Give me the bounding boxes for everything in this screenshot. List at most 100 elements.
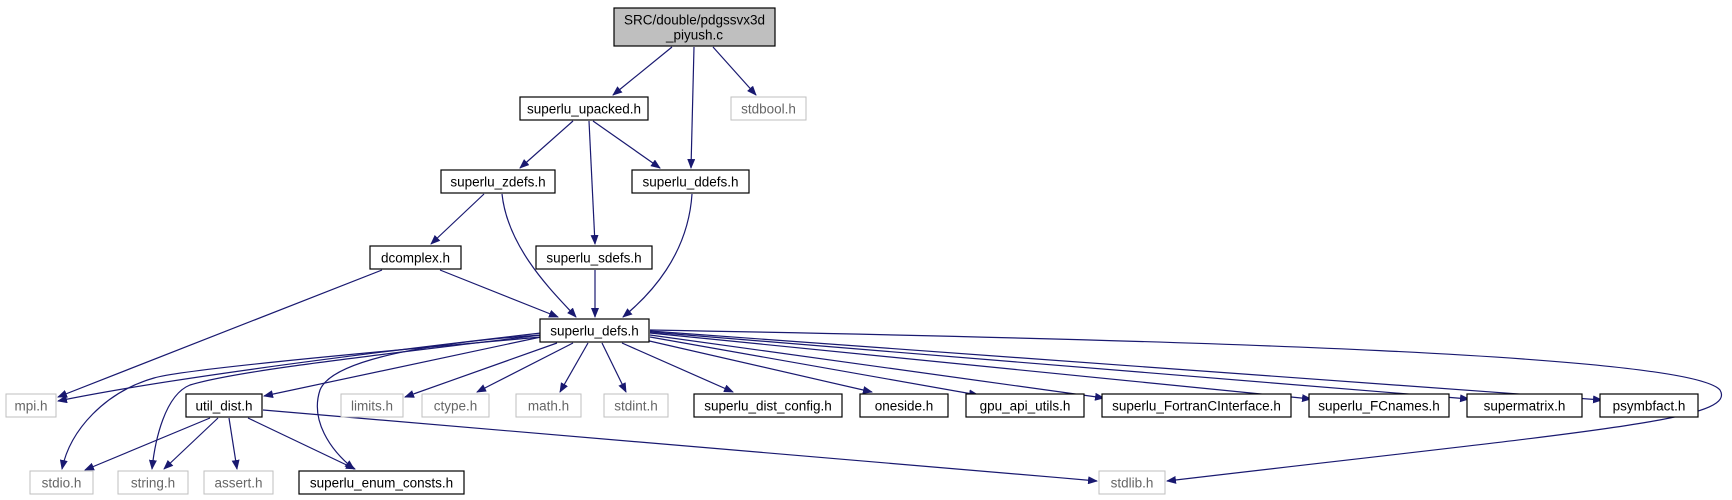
edge-superlu_defs-to-util_dist (263, 336, 542, 399)
node-box (693, 393, 843, 418)
node-box (631, 169, 750, 194)
node-label: superlu_upacked.h (527, 102, 641, 117)
node-label: psymbfact.h (1613, 399, 1686, 414)
node-superlu_defs[interactable]: superlu_defs.h (539, 318, 650, 343)
node-assert[interactable]: assert.h (203, 470, 274, 495)
node-label: supermatrix.h (1484, 399, 1566, 414)
node-box (369, 245, 462, 270)
node-label: stdio.h (42, 476, 82, 491)
node-label: math.h (528, 399, 569, 414)
edge-util_dist-to-stdio (84, 417, 211, 471)
node-dcomplex[interactable]: dcomplex.h (369, 245, 462, 270)
node-label: superlu_dist_config.h (704, 399, 832, 414)
node-stdbool[interactable]: stdbool.h (730, 96, 807, 121)
node-box (1101, 393, 1292, 418)
node-box (603, 393, 669, 418)
node-box (421, 393, 490, 418)
node-superlu_upacked[interactable]: superlu_upacked.h (519, 96, 649, 121)
node-superlu_ddefs[interactable]: superlu_ddefs.h (631, 169, 750, 194)
edges-layer (57, 46, 1723, 485)
edge-superlu_defs-to-limits (404, 342, 558, 398)
edge-superlu_defs-to-psymbfact (649, 330, 1603, 404)
node-oneside[interactable]: oneside.h (859, 393, 949, 418)
node-box (298, 470, 465, 495)
edge-superlu_defs-to-stdint (601, 342, 627, 393)
edge-root-to-stdbool (712, 46, 757, 96)
node-stdint[interactable]: stdint.h (603, 393, 669, 418)
node-limits[interactable]: limits.h (340, 393, 404, 418)
edge-superlu_defs-to-superlu_FCnames (649, 332, 1312, 403)
node-label: ctype.h (434, 399, 478, 414)
node-label: util_dist.h (195, 399, 252, 414)
nodes-layer: SRC/double/pdgssvx3d_piyush.c superlu_upa… (5, 7, 1699, 495)
node-superlu_sdefs[interactable]: superlu_sdefs.h (535, 245, 653, 270)
edge-superlu_defs-to-math (559, 342, 589, 393)
node-box (203, 470, 274, 495)
node-box (730, 96, 807, 121)
node-label: superlu_FCnames.h (1318, 399, 1440, 414)
node-psymbfact[interactable]: psymbfact.h (1599, 393, 1699, 418)
node-label: superlu_defs.h (550, 324, 639, 339)
node-box (613, 7, 776, 47)
edge-superlu_zdefs-to-dcomplex (430, 193, 485, 245)
edge-superlu_zdefs-to-superlu_defs (501, 193, 577, 318)
node-label: mpi.h (14, 399, 47, 414)
edge-superlu_upacked-to-superlu_zdefs (519, 120, 574, 169)
node-superlu_enum_consts[interactable]: superlu_enum_consts.h (298, 470, 465, 495)
edge-util_dist-to-assert (228, 417, 240, 470)
edge-superlu_ddefs-to-superlu_defs (622, 193, 693, 318)
node-box (440, 169, 556, 194)
edge-dcomplex-to-mpi (57, 269, 383, 398)
node-gpu_api_utils[interactable]: gpu_api_utils.h (965, 393, 1085, 418)
node-superlu_FortranCInterface[interactable]: superlu_FortranCInterface.h (1101, 393, 1292, 418)
node-label: string.h (131, 476, 175, 491)
node-util_dist[interactable]: util_dist.h (185, 393, 263, 418)
node-math[interactable]: math.h (515, 393, 582, 418)
edge-superlu_defs-to-stdio (59, 336, 542, 470)
node-label: superlu_FortranCInterface.h (1112, 399, 1281, 414)
node-label: dcomplex.h (381, 251, 450, 266)
edge-dcomplex-to-superlu_defs (439, 269, 559, 318)
node-box (117, 470, 189, 495)
node-box (1466, 393, 1583, 418)
node-box (5, 393, 57, 418)
edge-superlu_defs-to-gpu_api_utils (649, 336, 979, 398)
node-label: superlu_sdefs.h (546, 251, 641, 266)
node-supermatrix[interactable]: supermatrix.h (1466, 393, 1583, 418)
node-box (1098, 470, 1166, 495)
node-box (965, 393, 1085, 418)
edge-superlu_defs-to-ctype (476, 342, 574, 393)
node-mpi[interactable]: mpi.h (5, 393, 57, 418)
node-label: stdlib.h (1111, 476, 1154, 491)
edge-root-to-superlu_ddefs (687, 46, 696, 169)
node-label: gpu_api_utils.h (980, 399, 1071, 414)
edge-util_dist-to-stdlib (262, 409, 1098, 485)
node-label: stdint.h (614, 399, 658, 414)
node-superlu_dist_config[interactable]: superlu_dist_config.h (693, 393, 843, 418)
edge-root-to-superlu_upacked (612, 46, 673, 96)
edge-superlu_defs-to-oneside (644, 339, 873, 394)
node-label: superlu_zdefs.h (450, 175, 545, 190)
node-root: SRC/double/pdgssvx3d_piyush.c (613, 7, 776, 47)
node-ctype[interactable]: ctype.h (421, 393, 490, 418)
edge-util_dist-to-string (163, 417, 219, 470)
node-label: stdbool.h (741, 102, 796, 117)
node-box (1599, 393, 1699, 418)
node-superlu_zdefs[interactable]: superlu_zdefs.h (440, 169, 556, 194)
edge-superlu_defs-to-stdlib (649, 329, 1723, 484)
node-label: SRC/double/pdgssvx3d (624, 13, 765, 28)
node-box (515, 393, 582, 418)
node-string[interactable]: string.h (117, 470, 189, 495)
node-stdio[interactable]: stdio.h (29, 470, 94, 495)
node-stdlib[interactable]: stdlib.h (1098, 470, 1166, 495)
node-box (859, 393, 949, 418)
node-label: limits.h (351, 399, 393, 414)
node-superlu_FCnames[interactable]: superlu_FCnames.h (1308, 393, 1450, 418)
edge-superlu_defs-to-string (148, 334, 542, 470)
node-box (29, 470, 94, 495)
edge-superlu_defs-to-supermatrix (649, 331, 1470, 403)
edge-superlu_upacked-to-superlu_ddefs (592, 120, 661, 169)
node-label: _piyush.c (665, 28, 723, 43)
node-box (1308, 393, 1450, 418)
